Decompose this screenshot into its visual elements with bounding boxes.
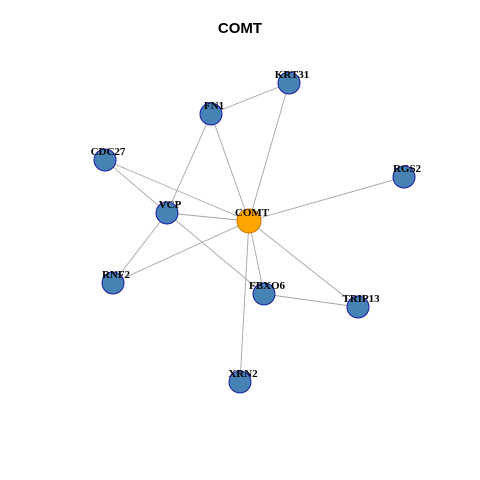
edge-vcp-fbxo6 xyxy=(166,212,265,295)
edge-vcp-rnf2 xyxy=(112,212,168,284)
node-circle-rgs2 xyxy=(392,165,416,189)
node-label-comt: COMT xyxy=(235,207,270,219)
node-rnf2: RNF2 xyxy=(101,269,131,295)
node-rgs2: RGS2 xyxy=(392,163,422,189)
graph-title: COMT xyxy=(217,20,263,37)
node-krt31: KRT31 xyxy=(275,69,309,95)
node-circle-krt31 xyxy=(277,71,301,95)
node-fbxo6: FBXO6 xyxy=(249,280,286,306)
node-label-fbxo6: FBXO6 xyxy=(249,280,286,292)
edge-comt-trip13 xyxy=(248,220,359,308)
edge-fbxo6-trip13 xyxy=(263,293,359,308)
edge-cdc27-comt xyxy=(104,159,250,222)
node-comt: COMT xyxy=(235,207,270,234)
node-vcp: VCP xyxy=(155,199,182,225)
edge-fn1-comt xyxy=(210,113,250,222)
edge-rnf2-comt xyxy=(112,220,250,284)
edge-krt31-comt xyxy=(248,82,290,222)
edge-fn1-vcp xyxy=(166,113,212,214)
node-circle-trip13 xyxy=(346,295,370,319)
node-circle-fn1 xyxy=(199,102,223,126)
node-label-cdc27: CDC27 xyxy=(91,146,126,158)
edge-comt-rgs2 xyxy=(248,176,405,222)
node-cdc27: CDC27 xyxy=(91,146,126,172)
edges-layer xyxy=(104,82,405,383)
node-circle-comt xyxy=(236,208,262,234)
node-label-rgs2: RGS2 xyxy=(393,163,422,175)
edge-cdc27-vcp xyxy=(104,159,168,214)
edge-vcp-comt xyxy=(166,212,250,222)
node-label-rnf2: RNF2 xyxy=(102,269,131,281)
edge-comt-xrn2 xyxy=(239,220,250,383)
node-label-vcp: VCP xyxy=(159,199,182,211)
node-label-xrn2: XRN2 xyxy=(228,368,258,380)
node-fn1: FN1 xyxy=(199,100,224,126)
node-circle-cdc27 xyxy=(93,148,117,172)
node-circle-xrn2 xyxy=(228,370,252,394)
node-label-krt31: KRT31 xyxy=(275,69,309,81)
node-trip13: TRIP13 xyxy=(342,293,380,319)
edge-fn1-krt31 xyxy=(210,82,290,115)
node-label-fn1: FN1 xyxy=(204,100,224,112)
node-circle-fbxo6 xyxy=(252,282,276,306)
node-circle-vcp xyxy=(155,201,179,225)
node-xrn2: XRN2 xyxy=(228,368,258,394)
node-circle-rnf2 xyxy=(101,271,125,295)
node-label-trip13: TRIP13 xyxy=(342,293,380,305)
